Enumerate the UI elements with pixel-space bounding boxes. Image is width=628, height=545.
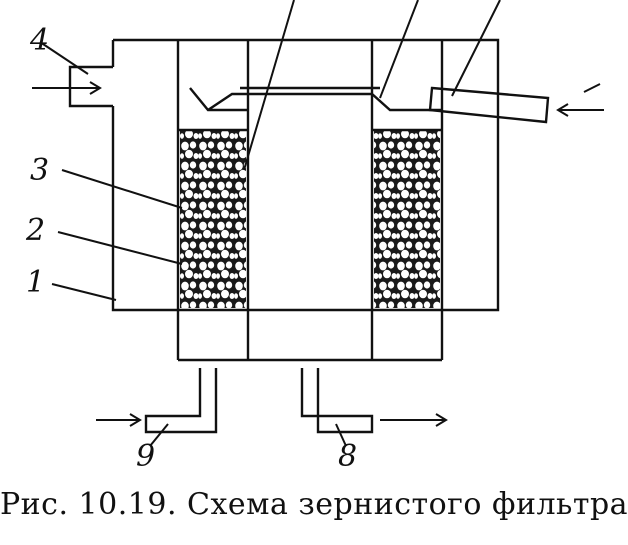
label-9: 9 [136, 439, 155, 470]
outlet-leg-9 [144, 368, 218, 434]
inlet-arrow-9 [96, 413, 142, 427]
grain-bed-left [180, 130, 246, 308]
figure-caption: Рис. 10.19. Схема зернистого фильтра [0, 487, 628, 522]
label-8: 8 [338, 439, 357, 470]
grain-bed-right [374, 130, 440, 308]
outlet-arrow-8 [380, 413, 448, 427]
housing-outer [111, 38, 500, 312]
inlet-pipe-4 [68, 65, 113, 108]
label-4: 4 [29, 23, 49, 58]
inlet-arrow [32, 81, 102, 95]
distributor [189, 86, 442, 112]
feed-pipe [428, 86, 550, 124]
label-2: 2 [25, 213, 45, 248]
feed-arrow [556, 103, 604, 117]
outlet-leg-8 [300, 368, 374, 434]
granular-filter-diagram: 4 3 2 1 9 8 [25, 0, 604, 470]
label-1: 1 [26, 265, 45, 300]
tick-mark [583, 83, 601, 93]
label-3: 3 [30, 153, 49, 188]
